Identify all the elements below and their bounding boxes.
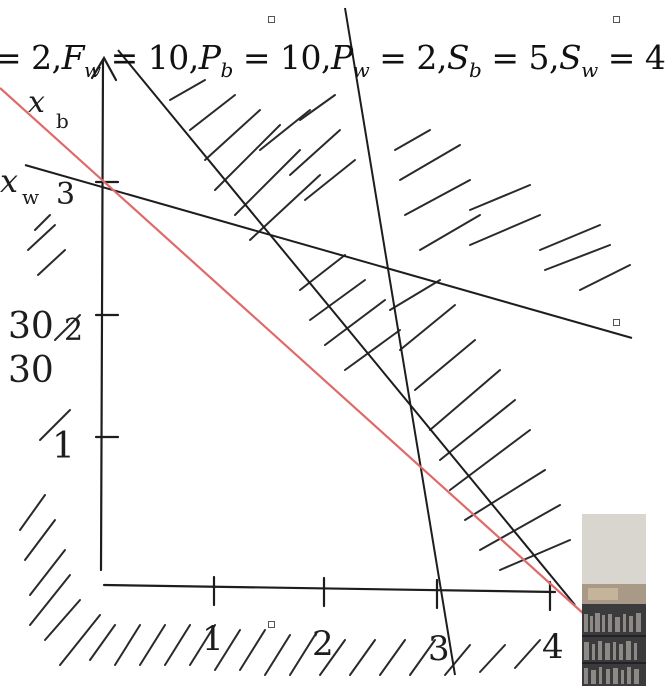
eq-sw: S bbox=[558, 38, 582, 77]
eq-pw-val: = 2, bbox=[369, 38, 447, 77]
eq-f: F bbox=[61, 38, 85, 77]
y-axis-arrow bbox=[90, 55, 118, 82]
eq-sw-sub: w bbox=[581, 58, 598, 82]
eq-pw-sub: w bbox=[352, 58, 370, 82]
eq-pb-sub: b bbox=[220, 58, 234, 82]
constraint-line-2 bbox=[117, 49, 576, 606]
label-xb: x bbox=[28, 85, 45, 120]
label-xw: x bbox=[0, 162, 18, 200]
eq-pb-val: = 10, bbox=[232, 38, 332, 77]
eq-sw-val: = 4 bbox=[597, 38, 665, 77]
eq-pw: P bbox=[330, 38, 353, 77]
selection-handle-right[interactable] bbox=[613, 319, 620, 326]
constraint-line-1 bbox=[24, 164, 633, 339]
x-tick-label-2: 2 bbox=[312, 624, 334, 664]
x-tick-label-1: 1 bbox=[202, 619, 224, 659]
label-xb-sub: b bbox=[56, 109, 69, 133]
label-xw-sub: w bbox=[22, 185, 39, 209]
eq-f-val: = 10, bbox=[100, 38, 200, 77]
selection-handle-top[interactable] bbox=[268, 16, 275, 23]
eq-f-sub: w bbox=[84, 58, 101, 82]
x-tick-label-4: 4 bbox=[542, 627, 564, 667]
hand-drawn-graph: x b x w 3 2 1 30 30 1 2 3 4 bbox=[0, 7, 633, 676]
eq-pb: P bbox=[198, 38, 221, 77]
side-note-1: 30 bbox=[8, 306, 54, 347]
x-tick-label-3: 3 bbox=[428, 629, 450, 669]
selection-handle-top-right[interactable] bbox=[613, 16, 620, 23]
constraint-lines bbox=[24, 7, 633, 676]
x-axis bbox=[102, 583, 557, 594]
y-tick-label-2: 2 bbox=[64, 313, 83, 348]
eq-lead: = 2, bbox=[0, 38, 62, 77]
webcam-thumbnail[interactable] bbox=[582, 514, 646, 686]
webcam-scene bbox=[582, 514, 646, 686]
eq-sb: S bbox=[446, 38, 470, 77]
whiteboard-canvas: x b x w 3 2 1 30 30 1 2 3 4 = 2,Fw = 10,… bbox=[0, 7, 665, 686]
constraint-line-3 bbox=[344, 7, 456, 676]
axes bbox=[90, 55, 557, 612]
objective-line bbox=[0, 87, 586, 616]
eq-sb-val: = 5, bbox=[481, 38, 559, 77]
parameter-equation: = 2,Fw = 10,Pb = 10,Pw = 2,Sb = 5,Sw = 4 bbox=[0, 38, 665, 82]
hatching-strokes bbox=[19, 79, 631, 676]
y-tick-label-1: 1 bbox=[52, 426, 75, 467]
side-note-2: 30 bbox=[8, 350, 54, 391]
eq-sb-sub: b bbox=[469, 58, 482, 82]
y-tick-label-3: 3 bbox=[56, 177, 75, 212]
selection-handle-bottom[interactable] bbox=[268, 621, 275, 628]
